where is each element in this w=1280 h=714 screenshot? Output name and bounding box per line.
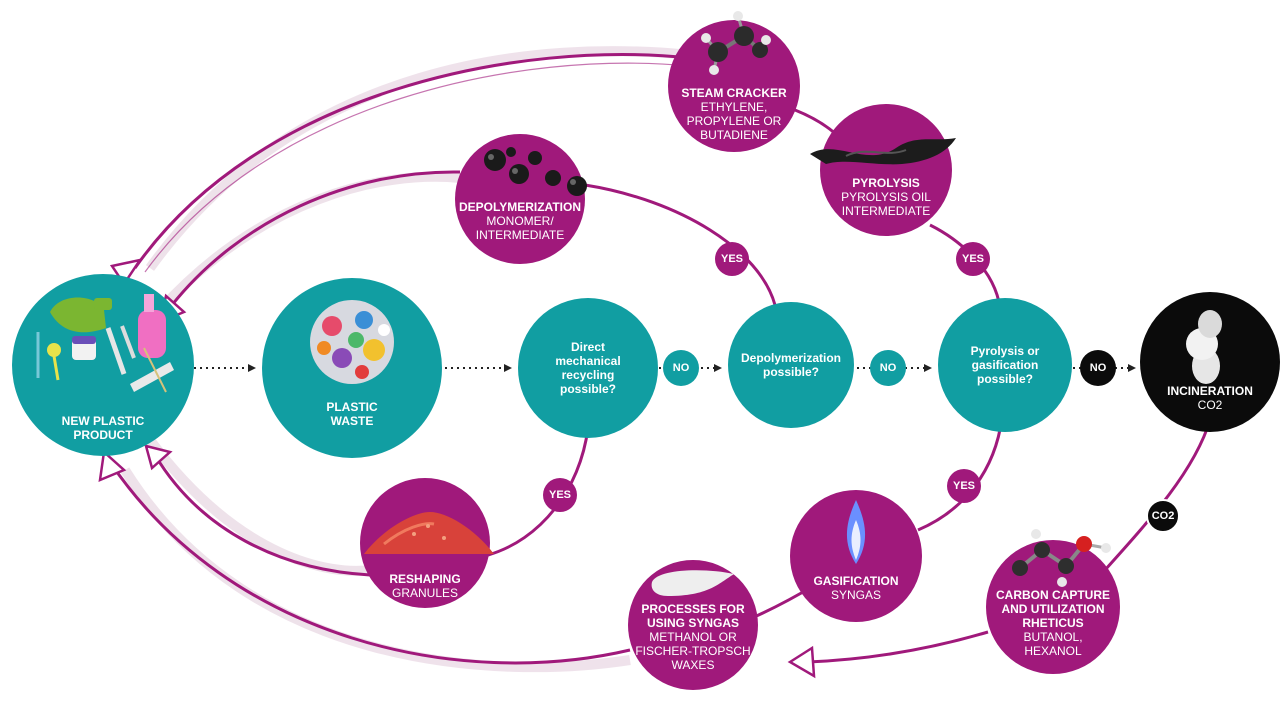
pyrolysis-oil-splash-icon [806, 128, 966, 174]
arrow-depolypossible-to-depoly [584, 183, 777, 306]
plastic-waste-label: PLASTIC WASTE [326, 400, 378, 428]
steam-cracker-node: STEAM CRACKER ETHYLENE, PROPYLENE OR BUT… [668, 11, 800, 152]
arrowhead-bottom-outer [98, 449, 127, 482]
no-badge-direct: NO [663, 350, 699, 386]
no-badge-pyrolysis: NO [1080, 350, 1116, 386]
no-badge-depoly: NO [870, 350, 906, 386]
direct-mechanical-question-node: Direct mechanical recycling possible? [518, 298, 658, 438]
syngas-processes-node: PROCESSES FOR USING SYNGAS METHANOL OR F… [628, 560, 758, 690]
depolymerization-node: DEPOLYMERIZATION MONOMER/ INTERMEDIATE [455, 134, 587, 264]
incineration-node: INCINERATION CO2 [1140, 292, 1280, 432]
plastic-waste-node: PLASTIC WASTE [262, 278, 442, 458]
arrowhead-bottom-inner [144, 444, 173, 471]
arrow-capture-to-syngas [807, 630, 989, 664]
depoly-question-node: Depolymerization possible? [728, 302, 854, 428]
carbon-capture-label: CARBON CAPTURE AND UTILIZATION RHETICUS … [996, 588, 1110, 658]
yes-badge-direct: YES [543, 478, 577, 512]
direct-mechanical-question-text: Direct mechanical recycling possible? [555, 340, 621, 396]
steam-cracker-label: STEAM CRACKER ETHYLENE, PROPYLENE OR BUT… [681, 86, 787, 142]
pyrolysis-question-text: Pyrolysis or gasification possible? [970, 344, 1040, 386]
flame-icon [840, 498, 872, 568]
wax-smear-icon [648, 566, 738, 600]
yes-badge-depoly: YES [715, 242, 749, 276]
co2-badge: CO2 [1146, 499, 1180, 533]
arrow-reshaping-to-product [153, 454, 371, 577]
smoke-icon [1176, 306, 1236, 386]
arrow-depoly-to-product [170, 170, 461, 306]
reshaping-label: RESHAPING GRANULES [389, 572, 461, 600]
butanol-molecule-icon [1006, 528, 1116, 588]
plastic-items-icon [34, 288, 174, 398]
pyrolysis-label: PYROLYSIS PYROLYSIS OIL INTERMEDIATE [841, 176, 931, 218]
arrowhead-capture-to-syngas [787, 645, 816, 679]
monomer-spheres-icon [473, 144, 603, 204]
reshaping-node: RESHAPING GRANULES [360, 478, 494, 608]
gasification-label: GASIFICATION SYNGAS [813, 574, 899, 602]
yes-badge-gasification: YES [947, 469, 981, 503]
carbon-capture-node: CARBON CAPTURE AND UTILIZATION RHETICUS … [986, 529, 1120, 674]
granules-pile-icon [364, 498, 494, 558]
new-plastic-product-label: NEW PLASTIC PRODUCT [61, 414, 145, 442]
pyrolysis-node: PYROLYSIS PYROLYSIS OIL INTERMEDIATE [810, 104, 956, 236]
depolymerization-label: DEPOLYMERIZATION MONOMER/ INTERMEDIATE [458, 200, 581, 242]
arrow-steam-cracker-to-product [133, 53, 691, 269]
pyrolysis-question-node: Pyrolysis or gasification possible? [938, 298, 1072, 432]
new-plastic-product-node: NEW PLASTIC PRODUCT [12, 274, 194, 456]
arrow-syngas-to-product [108, 461, 631, 665]
arrow-incineration-to-capture [1103, 419, 1212, 572]
plastic-waste-ball-icon [302, 296, 402, 388]
depoly-question-text: Depolymerization possible? [740, 351, 842, 379]
dotted-flow-arrowheads [248, 364, 1136, 372]
gasification-node: GASIFICATION SYNGAS [790, 490, 922, 622]
incineration-label: INCINERATION CO2 [1167, 384, 1253, 412]
ethylene-molecule-icon [694, 6, 774, 76]
yes-badge-pyrolysis: YES [956, 242, 990, 276]
ribbon-shadows [120, 46, 691, 673]
syngas-processes-label: PROCESSES FOR USING SYNGAS METHANOL OR F… [635, 602, 751, 672]
